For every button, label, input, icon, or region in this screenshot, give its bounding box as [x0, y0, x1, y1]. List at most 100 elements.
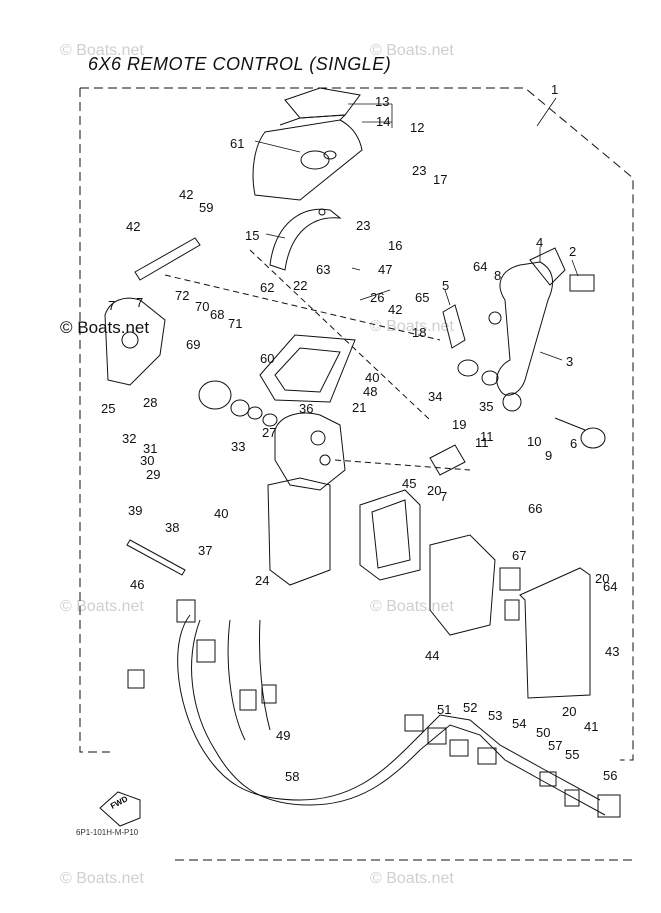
callout-69: 69	[186, 337, 200, 352]
callout-58: 58	[285, 769, 299, 784]
connector-left-c	[239, 689, 257, 711]
callout-48: 48	[363, 384, 377, 399]
module-44	[429, 534, 496, 636]
callout-14: 14	[376, 114, 390, 129]
callout-32: 32	[122, 431, 136, 446]
callout-13: 13	[375, 94, 389, 109]
callout-11: 11	[475, 435, 489, 450]
callout-22: 22	[293, 278, 307, 293]
callout-11: 11	[480, 429, 494, 444]
connector-54	[477, 747, 497, 765]
callout-23: 23	[412, 163, 426, 178]
callout-53: 53	[488, 708, 502, 723]
callout-30: 30	[140, 453, 154, 468]
callout-68: 68	[210, 307, 224, 322]
callout-52: 52	[463, 700, 477, 715]
main-housing	[274, 412, 346, 491]
callout-62: 62	[260, 280, 274, 295]
watermark: © Boats.net	[370, 870, 454, 887]
watermark: © Boats.net	[60, 870, 144, 887]
switch-45	[359, 489, 421, 581]
callout-40: 40	[365, 370, 379, 385]
cover-plate-43	[519, 567, 591, 699]
shift-lever	[488, 247, 566, 412]
callout-70: 70	[195, 299, 209, 314]
callout-16: 16	[388, 238, 402, 253]
callout-64: 64	[473, 259, 487, 274]
callout-7: 7	[136, 295, 143, 310]
callout-40: 40	[214, 506, 228, 521]
callout-15: 15	[245, 228, 259, 243]
wire-harness	[177, 614, 606, 816]
connector-left-a	[176, 599, 196, 623]
callout-24: 24	[255, 573, 269, 588]
callout-43: 43	[605, 644, 619, 659]
callout-41: 41	[584, 719, 598, 734]
plate-21	[259, 334, 356, 403]
connector-51	[404, 714, 424, 732]
callout-12: 12	[410, 120, 424, 135]
callout-37: 37	[198, 543, 212, 558]
washer-35	[481, 370, 499, 386]
callout-59: 59	[199, 200, 213, 215]
watermark: © Boats.net	[60, 42, 144, 59]
callout-27: 27	[262, 425, 276, 440]
callout-26: 26	[370, 290, 384, 305]
cable-tie	[126, 539, 186, 576]
callout-25: 25	[101, 401, 115, 416]
bracket-19	[429, 444, 466, 476]
callout-21: 21	[352, 400, 366, 415]
bracket-59	[134, 237, 201, 281]
callout-36: 36	[299, 401, 313, 416]
callout-1: 1	[551, 82, 558, 97]
callout-42: 42	[388, 302, 402, 317]
connector-left-e	[127, 669, 145, 689]
connector-53	[449, 739, 469, 757]
callout-63: 63	[316, 262, 330, 277]
callout-57: 57	[548, 738, 562, 753]
callout-9: 9	[545, 448, 552, 463]
friction-unit	[104, 297, 166, 386]
connector-left-d	[261, 684, 277, 704]
bracket-5	[442, 304, 466, 349]
handle-cover	[252, 87, 363, 201]
connector-55	[539, 771, 557, 787]
leader-lines	[254, 97, 579, 361]
callout-64: 64	[603, 579, 617, 594]
callout-46: 46	[130, 577, 144, 592]
callout-29: 29	[146, 467, 160, 482]
callout-54: 54	[512, 716, 526, 731]
washer-34	[457, 359, 479, 377]
callout-65: 65	[415, 290, 429, 305]
callout-23: 23	[356, 218, 370, 233]
connector-57	[564, 789, 580, 807]
callout-6: 6	[570, 436, 577, 451]
callout-51: 51	[437, 702, 451, 717]
callout-39: 39	[128, 503, 142, 518]
callout-55: 55	[565, 747, 579, 762]
callout-28: 28	[143, 395, 157, 410]
fwd-arrow	[99, 791, 141, 827]
callout-20: 20	[562, 704, 576, 719]
diagram-title: 6X6 REMOTE CONTROL (SINGLE)	[88, 54, 392, 74]
connector-2	[569, 274, 595, 292]
housing-body	[267, 477, 331, 586]
callout-66: 66	[528, 501, 542, 516]
callout-38: 38	[165, 520, 179, 535]
callout-33: 33	[231, 439, 245, 454]
assembly-frame	[79, 87, 634, 761]
callout-42: 42	[126, 219, 140, 234]
callout-67: 67	[512, 548, 526, 563]
connector-56	[597, 794, 621, 818]
callout-31: 31	[143, 441, 157, 456]
callout-17: 17	[433, 172, 447, 187]
connector-52	[427, 727, 447, 745]
connector-67	[499, 567, 521, 591]
watermark: © Boats.net	[60, 598, 144, 615]
callout-47: 47	[378, 262, 392, 277]
callout-2: 2	[569, 244, 576, 259]
callout-18: 18	[412, 325, 426, 340]
callout-8: 8	[494, 268, 501, 283]
